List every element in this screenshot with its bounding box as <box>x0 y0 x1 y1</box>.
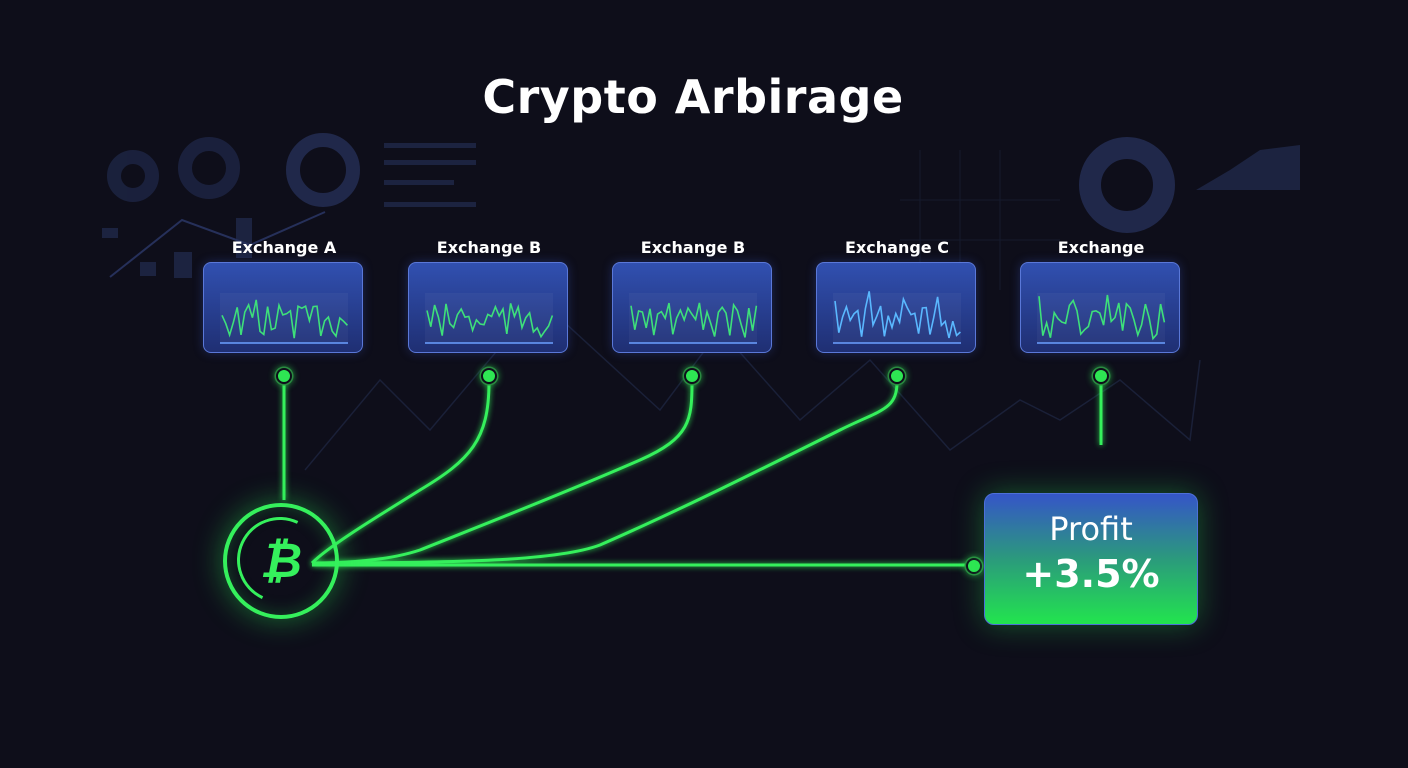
price-sparkline <box>834 291 961 339</box>
exchange-connector-node <box>1093 368 1109 384</box>
price-sparkline <box>630 302 758 338</box>
exchange-connector-node <box>889 368 905 384</box>
exchange-label: Exchange B <box>640 238 746 257</box>
bg-donut-icon <box>1079 137 1175 233</box>
exchange-4: Exchange C <box>816 238 978 353</box>
exchange-connector-node <box>684 368 700 384</box>
exchange-5: Exchange <box>1020 238 1182 353</box>
profit-value: +3.5% <box>1022 552 1160 596</box>
wire-exchange-3 <box>311 381 694 565</box>
exchange-label: Exchange C <box>845 238 949 257</box>
profit-box: Profit +3.5% <box>984 493 1198 625</box>
exchange-3: Exchange B <box>612 238 774 353</box>
price-sparkline <box>1038 294 1166 341</box>
bg-donut-icon <box>286 133 360 207</box>
wire-exchange-2 <box>310 381 491 565</box>
exchange-connector-node <box>276 368 292 384</box>
exchange-price-card <box>612 262 772 353</box>
exchange-price-card <box>408 262 568 353</box>
profit-label: Profit <box>1049 510 1133 548</box>
exchange-price-card <box>203 262 363 353</box>
exchange-price-card <box>816 262 976 353</box>
exchange-label: Exchange <box>1057 238 1145 257</box>
price-sparkline <box>426 303 554 339</box>
bitcoin-coin: ₿ <box>223 503 339 619</box>
exchange-price-card <box>1020 262 1180 353</box>
exchange-label: Exchange A <box>231 238 337 257</box>
profit-connector-node <box>966 558 982 574</box>
exchange-1: Exchange A <box>203 238 365 353</box>
wire-exchange-4 <box>311 381 899 565</box>
exchange-label: Exchange B <box>436 238 542 257</box>
exchange-connector-node <box>481 368 497 384</box>
bg-donut-icon <box>107 150 159 202</box>
price-sparkline <box>221 299 348 339</box>
page-title: Crypto Arbirage <box>482 70 904 124</box>
bitcoin-icon: ₿ <box>259 533 303 589</box>
exchange-2: Exchange B <box>408 238 570 353</box>
bg-donut-icon <box>178 137 240 199</box>
